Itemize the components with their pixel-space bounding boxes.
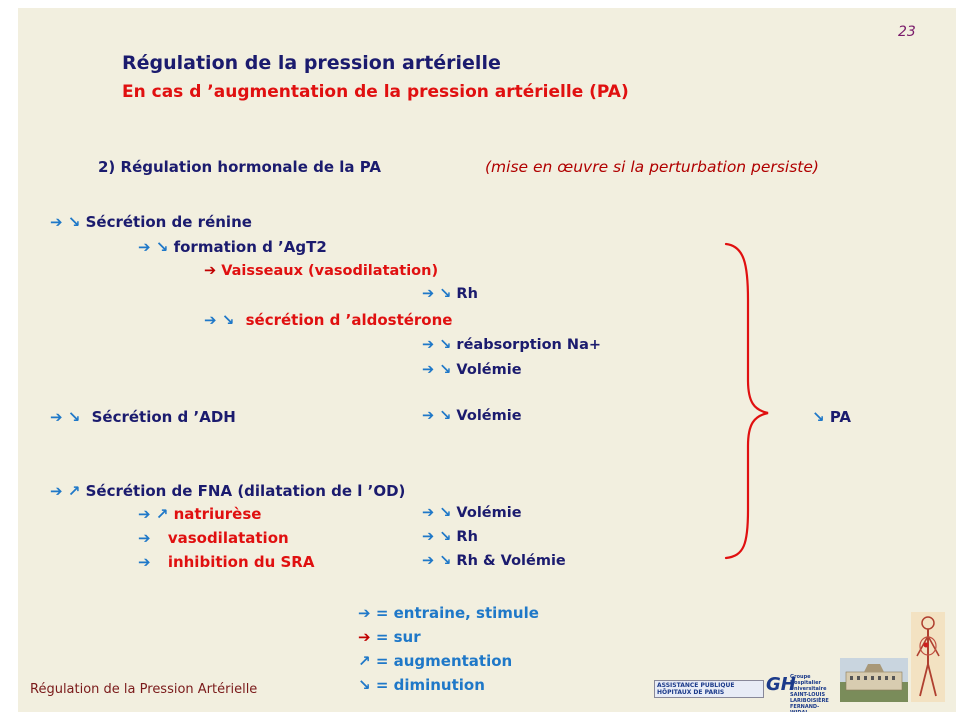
legend-item: ↗ = augmentation <box>358 652 512 670</box>
volemie2-row: ➔ ↘ Volémie <box>422 408 522 424</box>
rh1-label: Rh <box>456 286 478 302</box>
curly-brace-icon <box>724 242 769 560</box>
volemie1-row: ➔ ↘ Volémie <box>422 362 522 378</box>
reabsorption-row: ➔ ↘ réabsorption Na+ <box>422 337 601 353</box>
legend-symbol: ↗ <box>358 652 371 670</box>
rh2-label: Rh <box>456 529 478 545</box>
aphp-logo: ASSISTANCE PUBLIQUE HÔPITAUX DE PARIS <box>654 680 764 698</box>
rh1-arrows: ➔ ↘ <box>422 286 452 302</box>
rh1-row: ➔ ↘ Rh <box>422 286 478 302</box>
volemie3-row: ➔ ↘ Volémie <box>422 505 522 521</box>
rh2-row: ➔ ↘ Rh <box>422 529 478 545</box>
volemie1-arrows: ➔ ↘ <box>422 362 452 378</box>
hospital-building-image <box>840 658 908 702</box>
fna-arrows: ➔ ↗ <box>50 482 81 500</box>
adh-row: ➔ ↘ Sécrétion d ’ADH <box>50 408 236 426</box>
aldosterone-row: ➔ ↘ sécrétion d ’aldostérone <box>204 311 452 329</box>
anatomy-figure-icon <box>911 612 945 702</box>
vasodilatation-label: vasodilatation <box>167 529 289 547</box>
inhibition-label: inhibition du SRA <box>167 553 315 571</box>
gh-logo-text: Groupe Hospitalier Universitaire SAINT-L… <box>790 674 829 712</box>
rh2-arrows: ➔ ↘ <box>422 529 452 545</box>
gh-logo-mark: GH <box>766 674 796 695</box>
result-label: PA <box>829 408 852 426</box>
legend-symbol: ➔ <box>358 628 371 646</box>
adh-label: Sécrétion d ’ADH <box>91 408 236 426</box>
agt2-row: ➔ ↘ formation d ’AgT2 <box>138 238 327 256</box>
slide: 23 Régulation de la pression artérielle … <box>18 8 956 712</box>
agt2-label: formation d ’AgT2 <box>173 238 327 256</box>
rh-volemie-arrows: ➔ ↘ <box>422 553 452 569</box>
inhibition-arrow: ➔ <box>138 553 151 571</box>
page-number: 23 <box>898 24 916 40</box>
volemie3-arrows: ➔ ↘ <box>422 505 452 521</box>
renine-label: Sécrétion de rénine <box>85 213 252 231</box>
legend-item: ↘ = diminution <box>358 676 485 694</box>
vaisseaux-arrow: ➔ <box>204 263 217 279</box>
result-row: ↘ PA <box>812 408 851 426</box>
section-note: (mise en œuvre si la perturbation persis… <box>485 158 819 176</box>
fna-row: ➔ ↗ Sécrétion de FNA (dilatation de l ’O… <box>50 482 405 500</box>
aldosterone-label: sécrétion d ’aldostérone <box>245 311 453 329</box>
slide-title: Régulation de la pression artérielle <box>122 52 501 74</box>
reabsorption-label: réabsorption Na+ <box>456 337 601 353</box>
inhibition-row: ➔ inhibition du SRA <box>138 553 314 571</box>
legend-symbol: ➔ <box>358 604 371 622</box>
section-heading: 2) Régulation hormonale de la PA <box>98 158 381 176</box>
volemie3-label: Volémie <box>456 505 522 521</box>
legend-item: ➔ = entraine, stimule <box>358 604 539 622</box>
vasodilatation-arrow: ➔ <box>138 529 151 547</box>
natriurese-row: ➔ ↗ natriurèse <box>138 505 261 523</box>
natriurese-arrows: ➔ ↗ <box>138 505 169 523</box>
fna-label: Sécrétion de FNA (dilatation de l ’OD) <box>85 482 406 500</box>
renine-row: ➔ ↘ Sécrétion de rénine <box>50 213 252 231</box>
vasodilatation-row: ➔ vasodilatation <box>138 529 289 547</box>
vaisseaux-row: ➔ Vaisseaux (vasodilatation) <box>204 263 438 279</box>
rh-volemie-label: Rh & Volémie <box>456 553 566 569</box>
adh-arrows: ➔ ↘ <box>50 408 81 426</box>
aldosterone-arrows: ➔ ↘ <box>204 311 235 329</box>
legend-text: = sur <box>375 628 421 646</box>
volemie2-arrows: ➔ ↘ <box>422 408 452 424</box>
legend-text: = entraine, stimule <box>375 604 539 622</box>
footer-text: Régulation de la Pression Artérielle <box>30 682 258 697</box>
rh-volemie-row: ➔ ↘ Rh & Volémie <box>422 553 566 569</box>
gh-logo: GH Groupe Hospitalier Universitaire SAIN… <box>766 672 836 712</box>
natriurese-label: natriurèse <box>173 505 262 523</box>
volemie1-label: Volémie <box>456 362 522 378</box>
renine-arrows: ➔ ↘ <box>50 213 81 231</box>
legend-text: = augmentation <box>375 652 513 670</box>
legend-symbol: ↘ <box>358 676 371 694</box>
vaisseaux-label: Vaisseaux (vasodilatation) <box>221 263 439 279</box>
legend-text: = diminution <box>375 676 485 694</box>
slide-subtitle: En cas d ’augmentation de la pression ar… <box>122 82 629 102</box>
reabsorption-arrows: ➔ ↘ <box>422 337 452 353</box>
agt2-arrows: ➔ ↘ <box>138 238 169 256</box>
legend-item: ➔ = sur <box>358 628 421 646</box>
result-arrow: ↘ <box>812 408 825 426</box>
volemie2-label: Volémie <box>456 408 522 424</box>
